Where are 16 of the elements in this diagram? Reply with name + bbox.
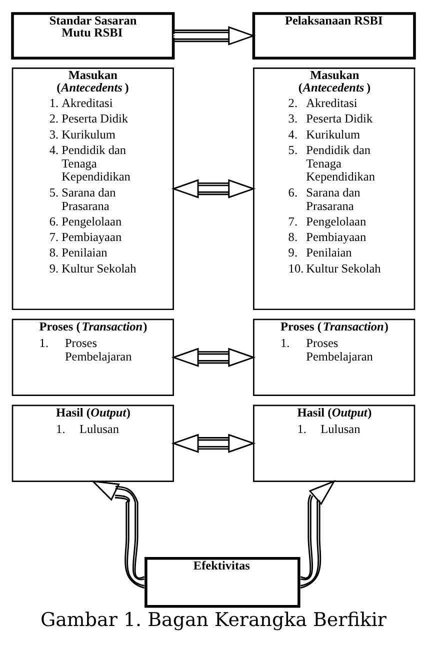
node-box: Hasil (Output) 1. Lulusan <box>253 404 416 482</box>
node-box: Masukan (Antecedents) 1. Akreditasi 2. Peserta Didik 3. Kurikulum 4. Pendidik dan Tenaga Kependidikan 5. Sarana dan Prasarana 6. Pengelolaan 7. Pembiayaan 8. Penilaian 9. Kultur Sekolah <box>12 67 174 310</box>
node-box: Proses (Transaction) 1. Proses Pembelajaran <box>253 318 416 396</box>
arrow <box>171 178 256 198</box>
arrow <box>171 347 256 366</box>
node-box: Hasil (Output) 1. Lulusan <box>12 404 174 482</box>
arrow <box>173 26 256 45</box>
node-box: Masukan (Antecedents) 2. Akreditasi 3. Peserta Didik 4. Kurikulum 5. Pendidik dan Tenaga Kependidikan 6. Sarana dan Prasarana 7. Pengelolaan 8. Pembiayaan 9. Penilaian 10. Kultur Sekolah <box>253 67 416 310</box>
arrow <box>171 433 256 452</box>
arrow <box>90 480 145 588</box>
node-box: Proses (Transaction) 1. Proses Pembelajaran <box>12 318 174 396</box>
arrow <box>300 479 336 588</box>
node-box: Standar Sasaran Mutu RSBI <box>11 12 175 60</box>
node-box: Efektivitas <box>144 556 300 608</box>
node-box: Pelaksanaan RSBI <box>252 12 416 60</box>
caption: Gambar 1. Bagan Kerangka Berfikir <box>40 608 387 631</box>
